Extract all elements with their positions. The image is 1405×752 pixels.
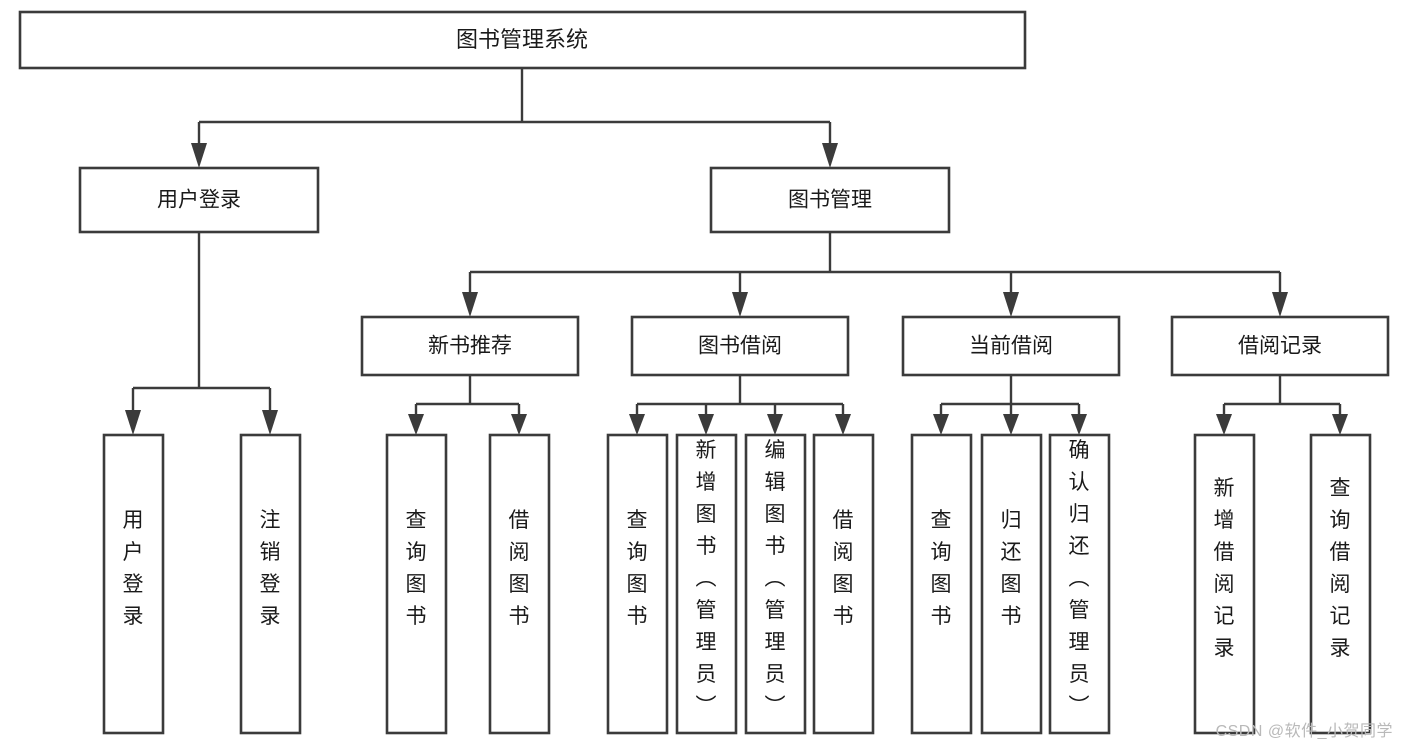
leaf-label-logout: 注销登录 xyxy=(260,509,281,628)
arrow-bb-leaf-1 xyxy=(698,414,714,435)
leaf-label-br-query-record: 查询借阅记录 xyxy=(1330,477,1351,660)
leaf-box-user-login[interactable] xyxy=(102,433,165,735)
leaf-node[interactable]: 确认归还︵管理员︶ xyxy=(1048,433,1111,735)
node-borrow-record[interactable]: 借阅记录 xyxy=(1170,315,1390,377)
node-book-borrow-label: 图书借阅 xyxy=(698,335,782,358)
node-current-borrow-label: 当前借阅 xyxy=(969,335,1053,358)
arrow-cb-leaf-1 xyxy=(1003,414,1019,435)
arrow-nb-leaf-1 xyxy=(511,414,527,435)
node-current-borrow-box[interactable] xyxy=(901,315,1121,377)
leaf-node[interactable]: 借阅图书 xyxy=(488,433,551,735)
arrow-br-leaf-0 xyxy=(1216,414,1232,435)
leaf-box-bb-edit-book[interactable] xyxy=(744,433,807,735)
leaf-node[interactable]: 编辑图书︵管理员︶ xyxy=(744,433,807,735)
node-new-book-recommend-box[interactable] xyxy=(360,315,580,377)
node-root-label: 图书管理系统 xyxy=(456,27,588,52)
leaf-label-cb-query-book: 查询图书 xyxy=(931,509,952,628)
arrow-book-manage xyxy=(822,143,838,168)
leaf-label-cb-return-book: 归还图书 xyxy=(1001,509,1022,628)
node-borrow-record-box[interactable] xyxy=(1170,315,1390,377)
arrow-book-borrow xyxy=(732,292,748,317)
edges-book-borrow-to-leaves xyxy=(629,375,851,435)
leaf-label-nb-borrow-book: 借阅图书 xyxy=(509,509,530,628)
node-book-manage-label: 图书管理 xyxy=(788,189,872,212)
node-new-book-recommend-label: 新书推荐 xyxy=(428,335,512,358)
leaf-label-bb-borrow-book: 借阅图书 xyxy=(833,509,854,628)
leaf-node[interactable]: 注销登录 xyxy=(239,433,302,735)
edges-book-manage-to-level3 xyxy=(462,232,1288,317)
node-root-box[interactable] xyxy=(18,10,1027,70)
arrow-bb-leaf-2 xyxy=(767,414,783,435)
leaf-node[interactable]: 新增图书︵管理员︶ xyxy=(675,433,738,735)
arrow-current-borrow xyxy=(1003,292,1019,317)
leaf-node[interactable]: 查询借阅记录 xyxy=(1309,433,1372,735)
leaf-node[interactable]: 查询图书 xyxy=(385,433,448,735)
arrow-br-leaf-1 xyxy=(1332,414,1348,435)
edges-borrow-record-to-leaves xyxy=(1216,375,1348,435)
node-root[interactable]: 图书管理系统 xyxy=(18,10,1027,70)
node-book-borrow[interactable]: 图书借阅 xyxy=(630,315,850,377)
leaf-label-bb-query-book: 查询图书 xyxy=(627,509,648,628)
watermark: CSDN @软件_小贺同学 xyxy=(1215,723,1393,740)
edges-root-to-level2 xyxy=(191,68,838,168)
arrow-ul-leaf-1 xyxy=(262,410,278,435)
leaf-label-bb-add-book: 新增图书︵管理员︶ xyxy=(696,439,717,718)
leaf-label-br-add-record: 新增借阅记录 xyxy=(1214,477,1235,660)
leaf-box-br-add-record[interactable] xyxy=(1193,433,1256,735)
leaf-node[interactable]: 新增借阅记录 xyxy=(1193,433,1256,735)
leaf-box-cb-return-book[interactable] xyxy=(980,433,1043,735)
arrow-bb-leaf-0 xyxy=(629,414,645,435)
leaf-box-cb-confirm-return[interactable] xyxy=(1048,433,1111,735)
arrow-cb-leaf-2 xyxy=(1071,414,1087,435)
arrow-cb-leaf-0 xyxy=(933,414,949,435)
leaf-box-nb-query-book[interactable] xyxy=(385,433,448,735)
node-user-login[interactable]: 用户登录 xyxy=(78,166,320,234)
leaf-box-nb-borrow-book[interactable] xyxy=(488,433,551,735)
node-book-manage[interactable]: 图书管理 xyxy=(709,166,951,234)
node-book-manage-box[interactable] xyxy=(709,166,951,234)
arrow-bb-leaf-3 xyxy=(835,414,851,435)
leaf-box-cb-query-book[interactable] xyxy=(910,433,973,735)
node-borrow-record-label: 借阅记录 xyxy=(1238,335,1322,358)
node-current-borrow[interactable]: 当前借阅 xyxy=(901,315,1121,377)
arrow-new-book xyxy=(462,292,478,317)
arrow-borrow-record xyxy=(1272,292,1288,317)
leaf-node[interactable]: 查询图书 xyxy=(606,433,669,735)
arrow-ul-leaf-0 xyxy=(125,410,141,435)
leaf-label-bb-edit-book: 编辑图书︵管理员︶ xyxy=(765,439,786,718)
leaf-label-cb-confirm-return: 确认归还︵管理员︶ xyxy=(1069,439,1090,718)
leaf-node[interactable]: 归还图书 xyxy=(980,433,1043,735)
leaf-label-nb-query-book: 查询图书 xyxy=(406,509,427,628)
leaf-box-br-query-record[interactable] xyxy=(1309,433,1372,735)
node-book-borrow-box[interactable] xyxy=(630,315,850,377)
leaf-box-logout[interactable] xyxy=(239,433,302,735)
leaf-box-bb-borrow-book[interactable] xyxy=(812,433,875,735)
node-user-login-label: 用户登录 xyxy=(157,189,241,212)
node-user-login-box[interactable] xyxy=(78,166,320,234)
edges-current-borrow-to-leaves xyxy=(933,375,1087,435)
arrow-nb-leaf-0 xyxy=(408,414,424,435)
leaf-box-bb-query-book[interactable] xyxy=(606,433,669,735)
edges-user-login-to-leaves xyxy=(125,232,278,435)
leaf-label-user-login: 用户登录 xyxy=(123,509,144,628)
edges-new-book-to-leaves xyxy=(408,375,527,435)
leaf-node[interactable]: 借阅图书 xyxy=(812,433,875,735)
leaf-node[interactable]: 查询图书 xyxy=(910,433,973,735)
node-new-book-recommend[interactable]: 新书推荐 xyxy=(360,315,580,377)
leaf-node[interactable]: 用户登录 xyxy=(102,433,165,735)
leaf-box-bb-add-book[interactable] xyxy=(675,433,738,735)
arrow-user-login xyxy=(191,143,207,168)
